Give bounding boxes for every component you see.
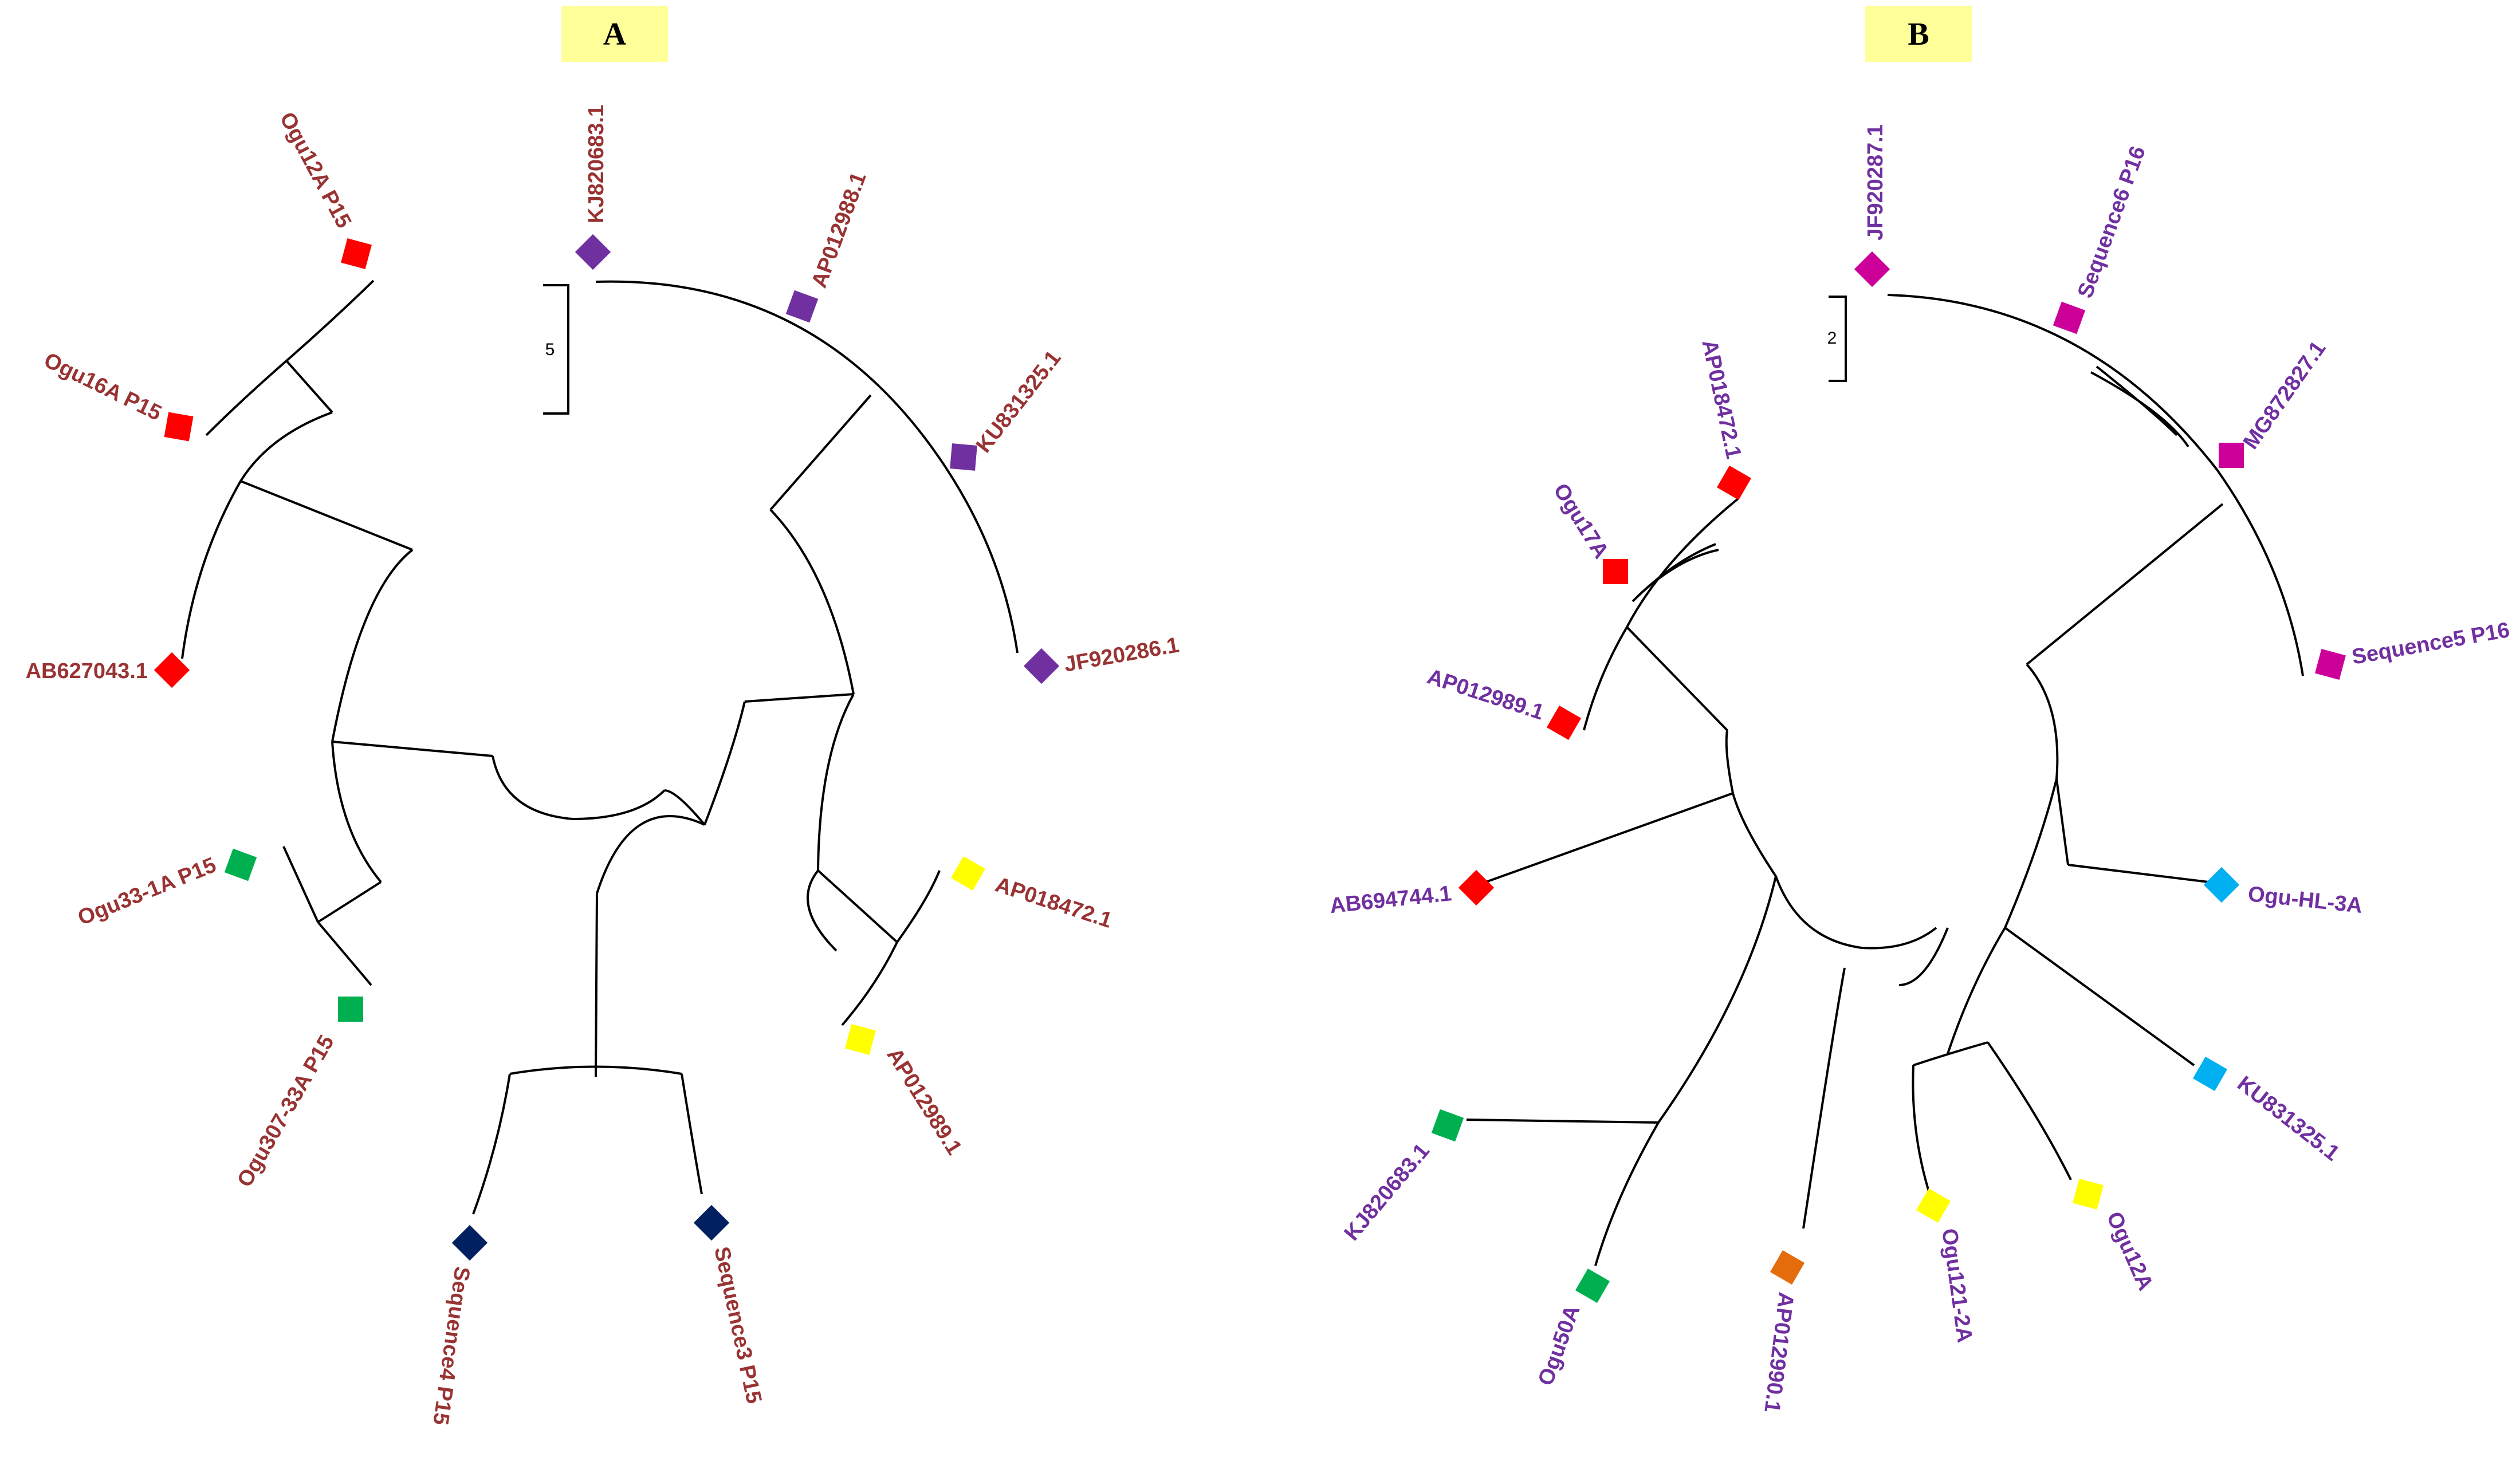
leaf-node: AB694744.1 [1328,869,1495,918]
leaf-marker-icon [2315,649,2346,680]
leaf-node: AP012989.1 [845,1024,966,1159]
leaf-marker-icon [2203,867,2240,903]
leaf-label: Ogu50A [1534,1302,1585,1389]
leaf-node: KJ820683.1 [575,105,611,270]
leaf-marker-icon [845,1024,876,1055]
leaf-label: MG872827.1 [2239,337,2330,454]
panel-b-letter: B [1908,17,1929,52]
leaf-marker-icon [224,848,257,881]
panel-b-branches [1466,294,2304,1266]
leaf-node: AP012989.1 [1424,664,1582,741]
leaf-node: Ogu50A [1534,1268,1610,1389]
leaf-marker-icon [1431,1109,1464,1142]
leaf-node: AP018472.1 [1697,337,1752,501]
panel-b-tree: B 2 [1328,6,2511,1414]
leaf-marker-icon [338,997,363,1022]
leaf-label: AB694744.1 [1328,881,1453,918]
leaf-marker-icon [1575,1268,1610,1304]
leaf-node: MG872827.1 [2219,337,2330,468]
leaf-label: AP018472.1 [1697,337,1745,460]
leaf-marker-icon [1916,1188,1951,1223]
leaf-label: Sequence5 P16 [2350,618,2511,670]
leaf-label: AP012989.1 [882,1044,966,1159]
leaf-label: JF920286.1 [1062,633,1181,677]
leaf-node: Ogu307-33A P15 [233,997,363,1191]
leaf-node: Ogu33-1A P15 [74,848,257,930]
leaf-marker-icon [154,652,190,688]
leaf-label: KJ820683.1 [1340,1139,1434,1246]
leaf-node: KU831325.1 [2192,1056,2344,1165]
panel-b-scale-bar [1829,296,1847,382]
leaf-label: Ogu307-33A P15 [233,1031,339,1192]
leaf-node: Sequence5 P16 [2315,618,2511,680]
leaf-node: JF920287.1 [1854,124,1890,288]
leaf-label: AP018472.1 [992,873,1115,933]
leaf-marker-icon [785,290,819,323]
leaf-marker-icon [1854,251,1890,288]
leaf-node: AB627043.1 [26,652,190,688]
leaf-node: KU831325.1 [950,346,1066,471]
leaf-label: Ogu121-2A [1937,1227,1977,1344]
panel-a-branches [181,279,1019,1215]
leaf-node: Ogu121-2A [1916,1188,1977,1344]
panel-b-badge [1865,6,1972,62]
leaf-marker-icon [2192,1056,2228,1092]
leaf-marker-icon [341,238,372,269]
panel-a-scale-bar [543,284,569,415]
leaf-label: Ogu33-1A P15 [74,853,219,930]
leaf-label: Sequence3 P15 [709,1245,766,1405]
leaf-label: Sequence4 P15 [428,1265,474,1427]
leaf-label: Ogu16A P15 [40,348,165,426]
leaf-label: KJ820683.1 [584,105,608,223]
leaf-node: Sequence6 P16 [2053,143,2151,334]
leaf-label: Ogu17A [1548,479,1613,563]
leaf-node: Sequence3 P15 [693,1204,766,1406]
leaf-label: KU831325.1 [972,346,1066,458]
leaf-marker-icon [451,1224,488,1261]
leaf-marker-icon [2053,301,2086,334]
leaf-label: JF920287.1 [1864,124,1888,241]
leaf-label: Ogu12A [2102,1208,2158,1294]
leaf-marker-icon [2219,443,2244,468]
leaf-marker-icon [950,443,977,471]
leaf-node: AP018472.1 [950,856,1115,933]
leaf-label: AB627043.1 [26,659,148,683]
leaf-node: Ogu12A [2073,1179,2157,1294]
leaf-node: Ogu12A P15 [275,108,372,269]
leaf-label: AP012988.1 [807,169,871,291]
leaf-marker-icon [950,856,986,891]
leaf-label: Ogu-HL-3A [2247,882,2364,918]
panel-a-scale-label: 5 [545,340,555,359]
leaf-node: JF920286.1 [1023,633,1181,684]
leaf-node: Ogu16A P15 [40,348,194,442]
panel-b-scale-label: 2 [1827,329,1837,348]
panel-a-badge [561,6,668,62]
leaf-node: KJ820683.1 [1340,1109,1464,1246]
leaf-node: Ogu17A [1548,479,1628,584]
leaf-label: Sequence6 P16 [2073,143,2151,301]
leaf-node: AP012990.1 [1759,1250,1805,1414]
leaf-marker-icon [1603,559,1628,584]
leaf-marker-icon [693,1204,730,1241]
leaf-node: AP012988.1 [785,169,871,323]
leaf-marker-icon [1770,1250,1805,1285]
panel-a-letter: A [603,17,627,52]
leaf-marker-icon [1458,869,1495,906]
leaf-marker-icon [2073,1179,2104,1210]
panel-a-tree: A 5 [26,6,1181,1427]
leaf-label: AP012990.1 [1759,1291,1798,1414]
leaf-marker-icon [575,234,611,270]
leaf-marker-icon [164,412,194,442]
leaf-marker-icon [1546,705,1582,741]
leaf-marker-icon [1023,648,1060,684]
leaf-node: Sequence4 P15 [428,1224,488,1427]
leaf-label: Ogu12A P15 [275,108,356,232]
leaf-label: AP012989.1 [1424,664,1547,724]
leaf-marker-icon [1716,465,1752,501]
leaf-node: Ogu-HL-3A [2203,867,2364,918]
leaf-label: KU831325.1 [2232,1072,2344,1165]
